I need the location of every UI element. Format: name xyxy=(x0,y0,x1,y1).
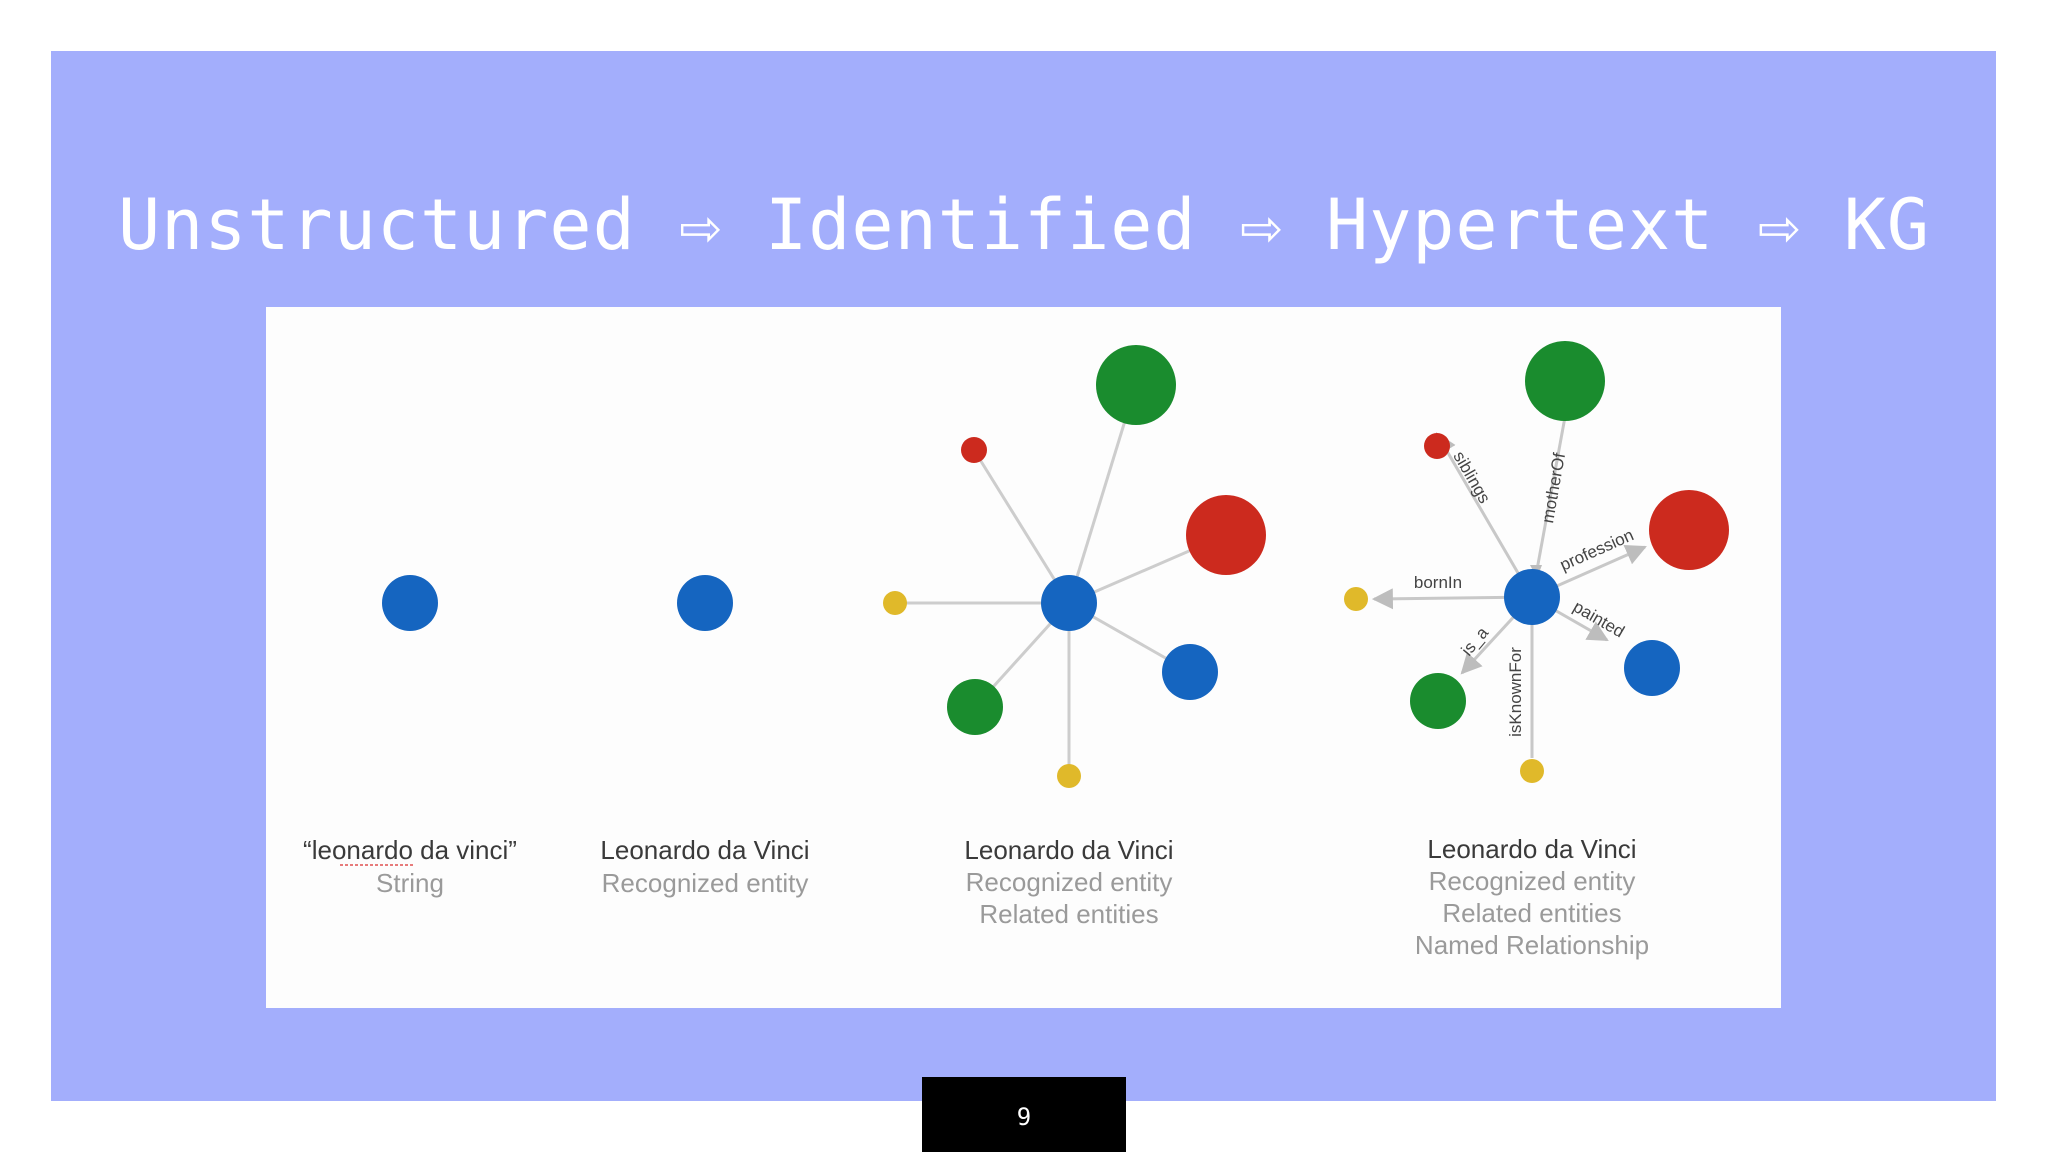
caption-hypertext-sub: Recognized entity xyxy=(966,867,1173,897)
caption-string-main: “leonardo da vinci” xyxy=(303,835,517,865)
caption-string-sub: String xyxy=(376,868,444,898)
related-node xyxy=(1057,764,1081,788)
caption-kg-sub: Named Relationship xyxy=(1415,930,1649,960)
caption-kg-sub: Related entities xyxy=(1442,898,1621,928)
edge-label-bornIn: bornIn xyxy=(1414,573,1462,592)
caption-kg-sub: Recognized entity xyxy=(1429,866,1636,896)
captions: “leonardo da vinci” String Leonardo da V… xyxy=(303,834,1649,960)
edge-label-is_a: is_a xyxy=(1457,623,1492,660)
entity-node xyxy=(677,575,733,631)
entity-node xyxy=(1504,569,1560,625)
related-node xyxy=(1344,587,1368,611)
diagram-panel: siblings motherOf profession bornIn pain… xyxy=(266,307,1781,1008)
related-node xyxy=(1186,495,1266,575)
related-node xyxy=(1520,759,1544,783)
edge-label-motherOf: motherOf xyxy=(1538,451,1569,524)
slide-title: Unstructured ⇨ Identified ⇨ Hypertext ⇨ … xyxy=(117,184,1931,266)
caption-identified-main: Leonardo da Vinci xyxy=(600,835,809,865)
caption-identified-sub: Recognized entity xyxy=(602,868,809,898)
related-node xyxy=(1624,640,1680,696)
page-number: 9 xyxy=(922,1077,1126,1152)
stage-hypertext xyxy=(883,345,1266,788)
related-node xyxy=(1424,433,1450,459)
caption-hypertext-main: Leonardo da Vinci xyxy=(964,835,1173,865)
stage-string xyxy=(382,575,438,631)
caption-hypertext-sub: Related entities xyxy=(979,899,1158,929)
related-node xyxy=(1096,345,1176,425)
entity-node xyxy=(1041,575,1097,631)
kg-diagram: siblings motherOf profession bornIn pain… xyxy=(303,341,1729,960)
related-node xyxy=(961,437,987,463)
edge-label-siblings: siblings xyxy=(1449,448,1494,507)
related-node xyxy=(947,679,1003,735)
related-node xyxy=(1649,490,1729,570)
related-node xyxy=(1162,644,1218,700)
edge-label-isKnownFor: isKnownFor xyxy=(1506,647,1525,737)
related-node xyxy=(1410,673,1466,729)
related-node xyxy=(883,591,907,615)
entity-node xyxy=(382,575,438,631)
caption-kg-main: Leonardo da Vinci xyxy=(1427,834,1636,864)
stage-identified xyxy=(677,575,733,631)
stage-kg: siblings motherOf profession bornIn pain… xyxy=(1344,341,1729,783)
related-node xyxy=(1525,341,1605,421)
